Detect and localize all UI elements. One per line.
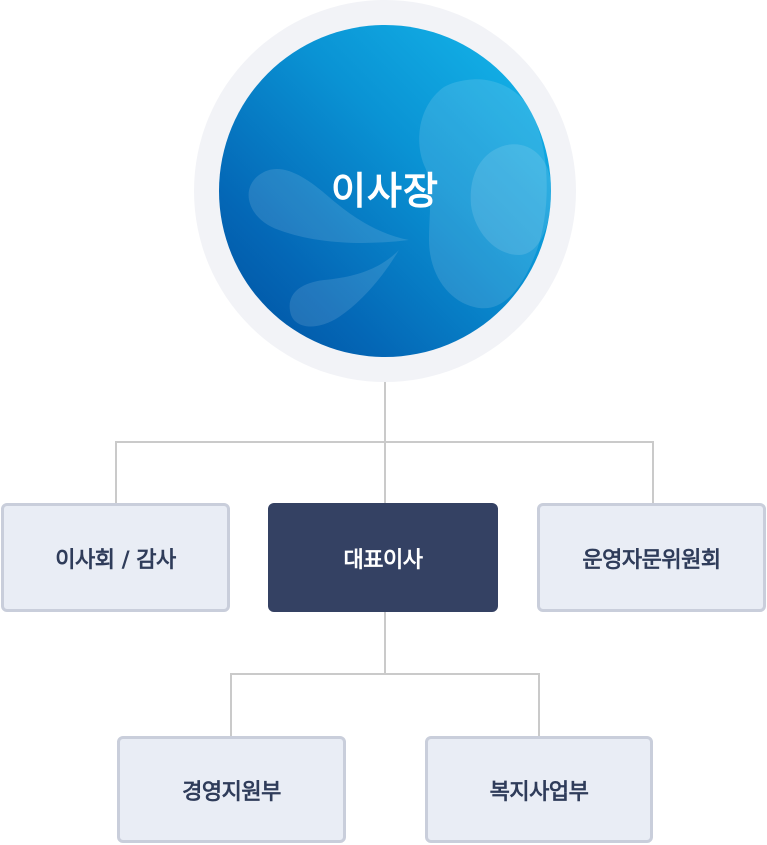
board-audit-node[interactable]: 이사회 / 감사 [1,503,230,612]
management-support-node[interactable]: 경영지원부 [117,736,346,843]
connector-ceo-vertical [384,612,386,674]
board-audit-label: 이사회 / 감사 [55,547,176,573]
welfare-business-label: 복지사업부 [489,779,589,805]
chairman-node[interactable]: 이사장 [219,25,551,357]
advisory-committee-label: 운영자문위원회 [582,547,721,573]
connector-level2-right-vertical [538,673,540,736]
advisory-committee-node[interactable]: 운영자문위원회 [537,503,766,612]
connector-right-vertical [652,441,654,504]
flower-watermark-icon [248,79,551,327]
connector-level2-left-vertical [230,673,232,736]
connector-level2-horizontal [230,673,540,675]
ceo-node[interactable]: 대표이사 [268,503,498,612]
chairman-label: 이사장 [331,168,439,213]
welfare-business-node[interactable]: 복지사업부 [425,736,653,843]
connector-level1-horizontal [115,441,654,443]
management-support-label: 경영지원부 [182,779,281,805]
connector-left-vertical [115,441,117,504]
ceo-label: 대표이사 [343,547,423,573]
